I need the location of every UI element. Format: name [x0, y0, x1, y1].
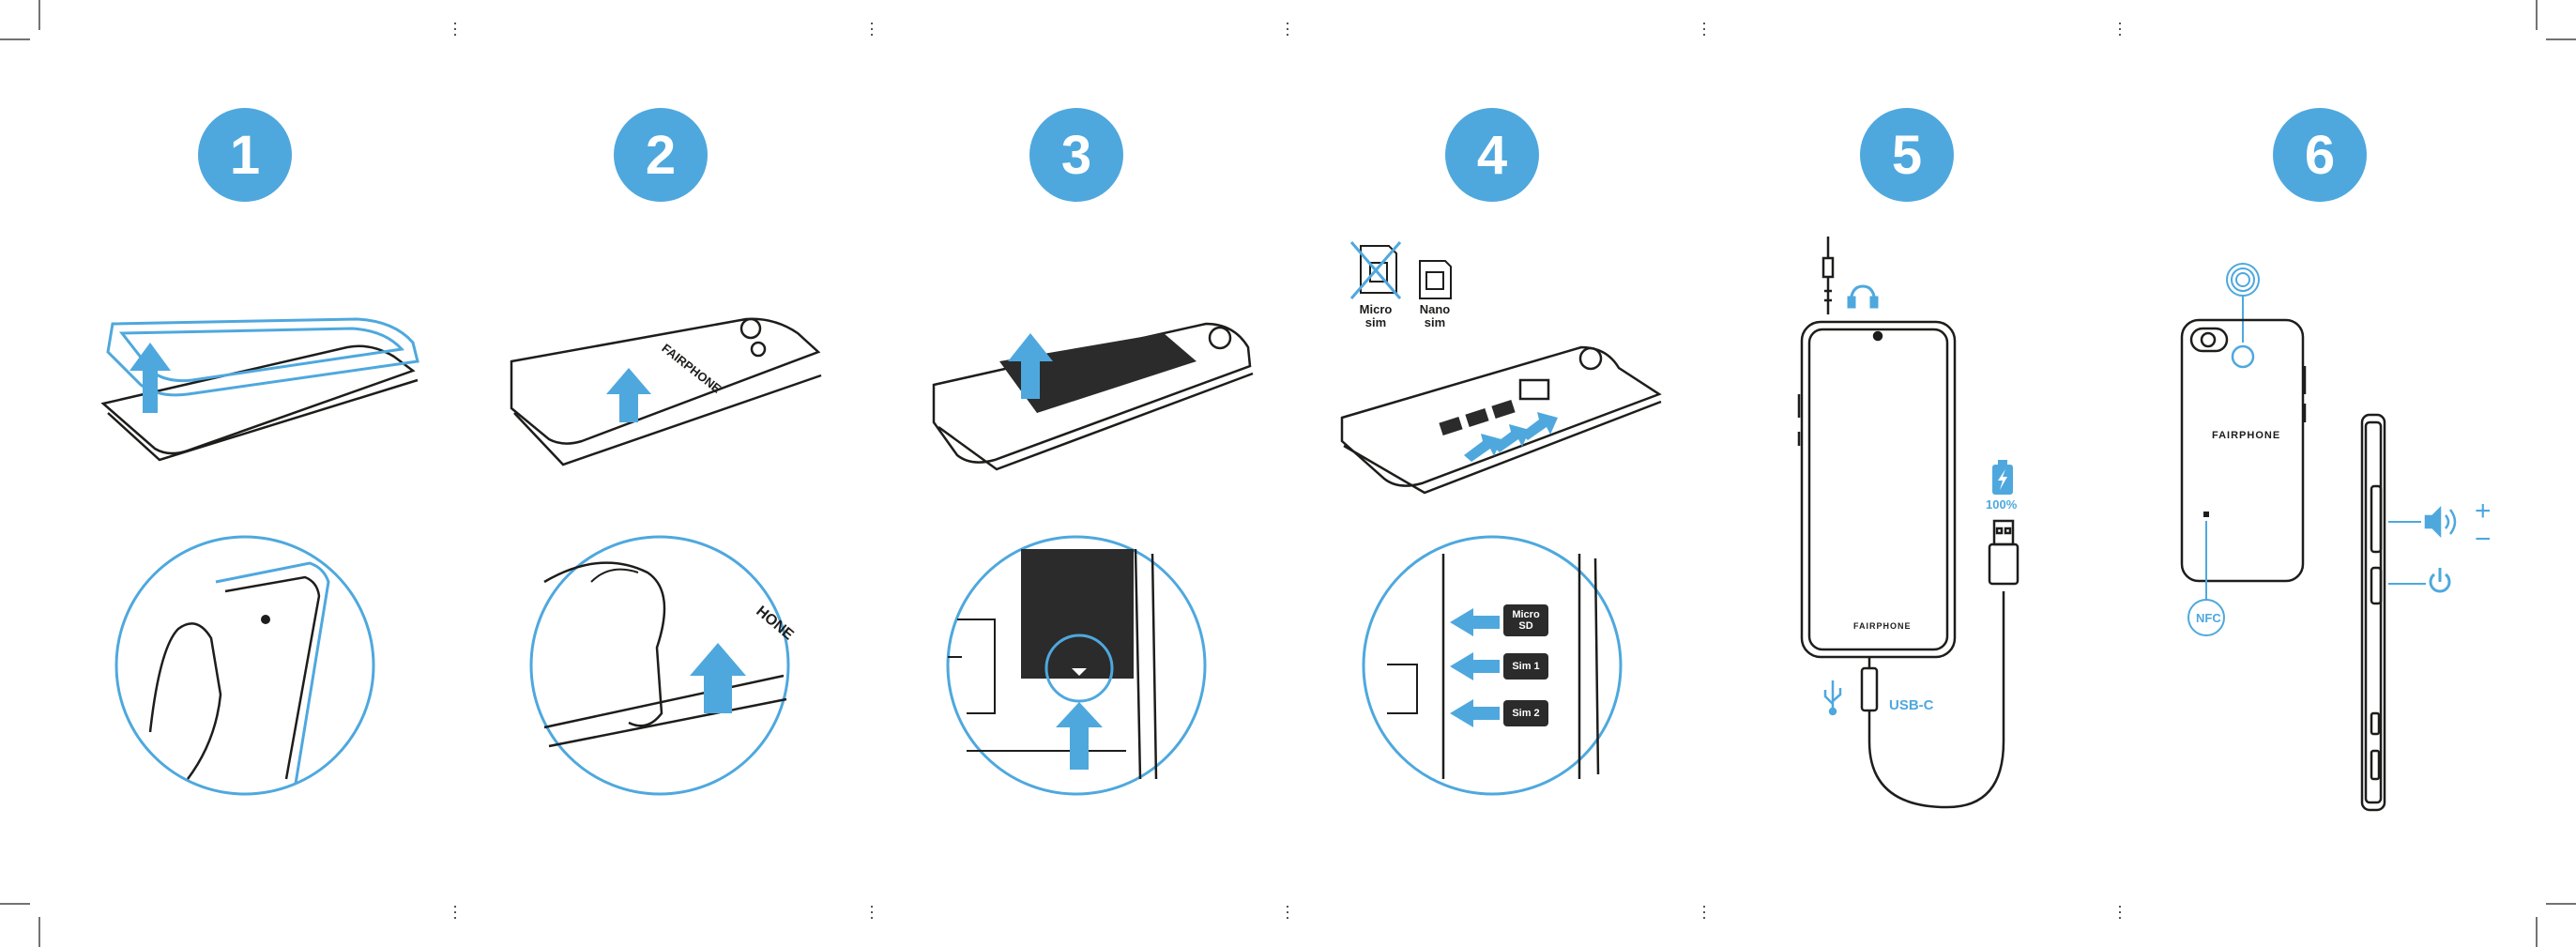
- usb-cable: [1862, 521, 2018, 807]
- nfc-marker: [2203, 512, 2209, 517]
- step-2-badge: 2: [614, 108, 708, 202]
- fingerprint-icon: [2227, 264, 2259, 343]
- step4-phone-illustration: [1342, 347, 1661, 493]
- nano-sim-icon: [1420, 261, 1451, 298]
- step6-phone-back: [2182, 320, 2305, 581]
- step2-lift-arrow: [606, 368, 651, 422]
- usb-icon: [1825, 680, 1840, 714]
- slot-label-sim-1: Sim 1: [1503, 653, 1548, 680]
- volume-minus-sign: −: [2475, 526, 2492, 554]
- step6-brand-mark: FAIRPHONE: [2212, 430, 2280, 441]
- step-4-badge: 4: [1445, 108, 1539, 202]
- step4-detail-circle: [1364, 537, 1621, 794]
- step-5-badge: 5: [1860, 108, 1954, 202]
- slot-label-sim-2: Sim 2: [1503, 700, 1548, 726]
- step-1-badge: 1: [198, 108, 292, 202]
- step2-brand-mark: FAIRPHONE: [659, 341, 724, 396]
- volume-icon: [2388, 509, 2455, 535]
- step-3-badge: 3: [1029, 108, 1123, 202]
- audio-jack-icon: [1823, 237, 1833, 314]
- step5-phone-front: [1799, 322, 1955, 657]
- headphones-icon: [1849, 286, 1877, 307]
- micro-sim-label: Micro sim: [1351, 303, 1400, 329]
- power-icon: [2388, 568, 2449, 591]
- step2-detail-circle: [531, 537, 788, 794]
- nfc-label: NFC: [2196, 611, 2221, 625]
- micro-sim-icon: [1351, 242, 1400, 298]
- step4-sim-slots: [1439, 400, 1515, 435]
- step2-phone-illustration: [511, 319, 821, 465]
- nano-sim-label: Nano sim: [1410, 303, 1459, 329]
- battery-charging-icon: [1992, 460, 2013, 495]
- battery-level-label: 100%: [1986, 497, 2017, 512]
- slot-label-micro-sd: Micro SD: [1503, 604, 1548, 636]
- step6-phone-side: [2362, 415, 2385, 810]
- step5-brand-mark: FAIRPHONE: [1853, 621, 1912, 631]
- volume-plus-sign: +: [2475, 497, 2492, 526]
- step3-detail-circle: [948, 537, 1205, 794]
- step1-detail-circle: [116, 537, 373, 794]
- step-6-badge: 6: [2273, 108, 2367, 202]
- usb-c-label: USB-C: [1889, 697, 1934, 713]
